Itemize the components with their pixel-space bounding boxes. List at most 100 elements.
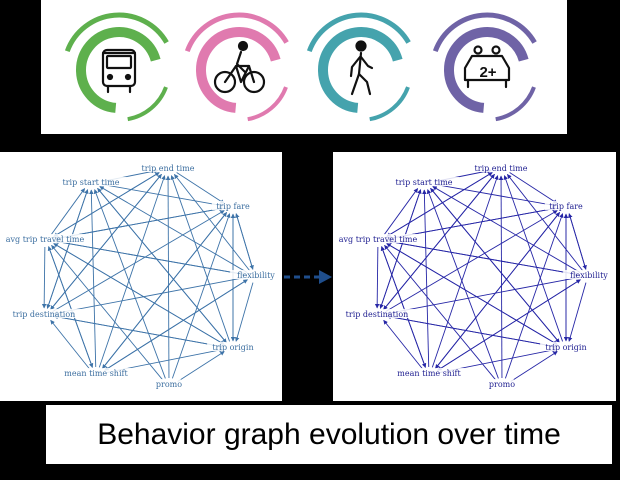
graph-edge: [383, 319, 423, 370]
graph-node-backdrop: [207, 342, 259, 351]
graph-node-trip-end-time: trip end time: [142, 164, 195, 173]
graph-node-backdrop: [55, 177, 127, 186]
graph-node-avg-trip-travel-time: avg trip travel time: [339, 235, 418, 244]
mode-outer-arc: [64, 12, 169, 53]
carpool-label: 2+: [479, 64, 496, 81]
graph-edge: [384, 244, 496, 380]
graph-node-trip-start-time: trip start time: [395, 178, 452, 187]
graph-edge: [52, 210, 225, 312]
graph-edge: [503, 175, 564, 342]
graph-edge: [54, 240, 247, 277]
graph-edge: [437, 279, 581, 371]
graph-edge: [53, 276, 247, 316]
mode-ring-arc: [444, 27, 529, 113]
graph-edge: [383, 188, 419, 235]
graph-edge: [383, 174, 495, 311]
bus-icon: [64, 12, 169, 122]
graph-edge: [50, 174, 162, 311]
graph-node-trip-origin: trip origin: [212, 343, 253, 352]
graph-edge: [50, 188, 86, 235]
pedestrian-icon-glyph: [349, 40, 374, 96]
graph-edge: [509, 172, 558, 204]
graph-edge: [386, 243, 558, 345]
mode-outer-arc: [184, 12, 289, 53]
graph-edge: [46, 189, 89, 309]
transition-arrow-icon: [284, 270, 332, 284]
bicycle-icon-glyph: [213, 40, 266, 94]
graph-node-backdrop: [339, 309, 415, 318]
graph-node-trip-fare: trip fare: [216, 202, 250, 211]
graph-edge: [173, 174, 251, 271]
graph-node-flexibility: flexibility: [237, 271, 275, 280]
graph-edge: [48, 246, 94, 368]
graph-node-backdrop: [393, 368, 465, 377]
graph-node-backdrop: [157, 379, 181, 388]
graph-edge: [433, 183, 557, 208]
graph-node-backdrop: [0, 234, 92, 243]
graph-node-backdrop: [230, 270, 282, 279]
graph-edge: [379, 189, 422, 309]
graph-node-trip-fare: trip fare: [549, 202, 583, 211]
pedestrian-icon: [306, 12, 411, 122]
graph-edge: [235, 213, 254, 270]
graph-edge: [176, 172, 225, 204]
mode-ring-arc: [196, 27, 281, 113]
graph-edge: [387, 207, 557, 241]
carpool-2plus-icon: 2+: [432, 12, 537, 122]
graph-node-backdrop: [563, 270, 615, 279]
graph-node-avg-trip-travel-time: avg trip travel time: [6, 235, 85, 244]
graph-node-trip-origin: trip origin: [545, 343, 586, 352]
graph-edge: [170, 175, 231, 342]
graph-edge: [100, 183, 224, 208]
graph-edge: [165, 175, 171, 379]
graph-node-backdrop: [544, 201, 588, 210]
graph-edge: [177, 351, 225, 382]
transport-modes-panel: 2+: [41, 0, 567, 134]
graph-node-backdrop: [540, 342, 592, 351]
graph-edge: [568, 213, 587, 270]
graph-edge: [430, 188, 560, 344]
graph-edges: [374, 168, 587, 382]
graph-node-backdrop: [333, 234, 425, 243]
carpool-2plus-icon-glyph: 2+: [463, 45, 511, 89]
mode-ring-arc: [76, 27, 161, 113]
mode-inner-arc: [127, 86, 168, 122]
graph-node-mean-time-shift: mean time shift: [64, 369, 128, 378]
graph-edge: [53, 315, 224, 349]
graph-edge: [374, 246, 380, 309]
graph-edge: [422, 189, 430, 368]
graph-edge: [510, 351, 558, 382]
graph-edge: [386, 276, 580, 316]
graph-edge: [432, 186, 581, 273]
graph-edge: [98, 175, 166, 368]
graph-node-backdrop: [490, 379, 514, 388]
graph-edge: [235, 282, 254, 342]
mode-inner-arc: [495, 86, 536, 122]
graph-edge: [568, 282, 587, 342]
mode-inner-arc: [369, 86, 410, 122]
graph-edge: [50, 319, 90, 370]
graph-edge: [101, 212, 228, 369]
graph-node-backdrop: [470, 163, 532, 172]
graph-edge: [93, 189, 166, 379]
graph-node-promo: promo: [489, 380, 515, 389]
graph-edge: [498, 175, 504, 379]
graph-edge: [171, 213, 231, 379]
graph-edge: [385, 210, 558, 312]
graph-edge: [53, 172, 160, 237]
graph-edge: [506, 174, 584, 271]
graph-edge: [431, 175, 499, 368]
caption-text: Behavior graph evolution over time: [97, 417, 561, 451]
graph-node-trip-destination: trip destination: [13, 310, 76, 319]
mode-inner-arc: [247, 86, 288, 122]
graph-node-backdrop: [60, 368, 132, 377]
graph-edge: [504, 213, 564, 379]
graph-edge: [53, 243, 225, 345]
transport-modes-icons: 2+: [64, 12, 537, 122]
